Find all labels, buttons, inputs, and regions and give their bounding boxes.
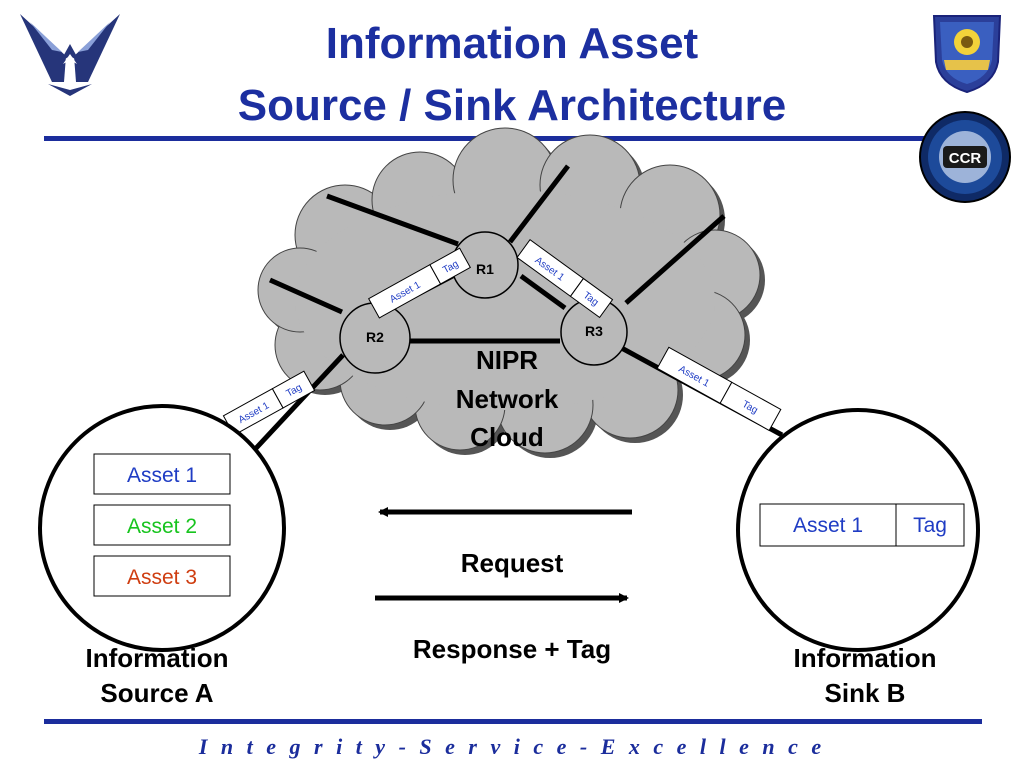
source-label-line-1: Information (86, 643, 229, 673)
source-asset-2: Asset 2 (127, 515, 197, 538)
air-force-wings-logo (20, 14, 120, 96)
sink-asset-1: Asset 1 (793, 514, 863, 537)
request-flow: Request (378, 507, 632, 578)
response-flow: Response + Tag (375, 593, 629, 664)
sink-label-line-1: Information (794, 643, 937, 673)
link-r2-source (243, 353, 345, 462)
sink-label-line-2: Sink B (825, 678, 906, 708)
router-r1-label: R1 (476, 261, 494, 277)
source-label-line-2: Source A (100, 678, 213, 708)
link-r1-west (326, 193, 459, 247)
link-r3-northeast (624, 214, 726, 305)
link-r1-r3 (519, 273, 567, 311)
router-r3-label: R3 (585, 323, 603, 339)
request-label: Request (461, 548, 564, 578)
cloud-label-line-1: NIPR (476, 345, 538, 375)
link-r1-north (508, 164, 570, 244)
source-asset-3: Asset 3 (127, 566, 197, 589)
source-asset-1: Asset 1 (127, 464, 197, 487)
sink-tag: Tag (913, 514, 947, 537)
router-r2: R2 (339, 302, 411, 374)
link-r2-west (268, 277, 344, 315)
footer-motto: I n t e g r i t y - S e r v i c e - E x … (198, 734, 826, 759)
information-sink-b: Asset 1 Tag Information Sink B (736, 408, 980, 708)
packet-r3-sink: Asset 1 Tag (656, 346, 782, 432)
title-line-1: Information Asset (325, 19, 699, 68)
ccr-seal-text: CCR (949, 150, 982, 167)
packet-r2-r1: Asset 1 Tag (368, 247, 471, 319)
cloud-label-line-2: Network (456, 384, 559, 414)
bottom-rule (44, 719, 982, 724)
ccr-seal-logo: CCR (919, 111, 1011, 203)
router-r1: R1 (451, 231, 519, 299)
cloud-label-line-3: Cloud (470, 422, 544, 452)
afit-shield-logo (932, 15, 1002, 94)
information-source-a: Asset 1 Asset 2 Asset 3 Information Sour… (38, 404, 286, 708)
router-r2-label: R2 (366, 329, 384, 345)
network-cloud (257, 127, 765, 458)
title-line-2: Source / Sink Architecture (237, 81, 787, 130)
response-label: Response + Tag (413, 634, 611, 664)
cloud-label: NIPR Network Cloud (456, 345, 559, 452)
